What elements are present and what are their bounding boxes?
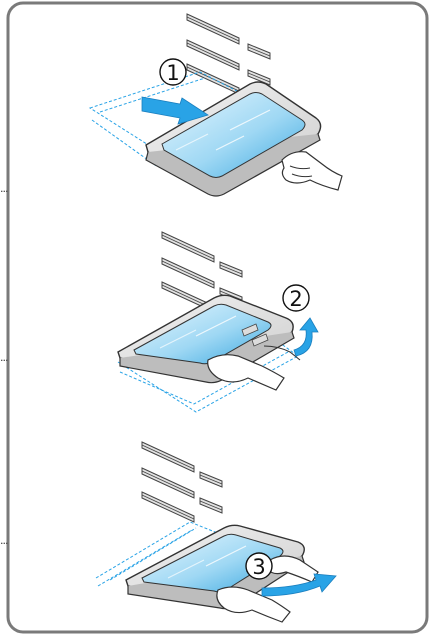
leader-dots: ··· — [0, 355, 8, 366]
leader-dots: ··· — [0, 538, 8, 549]
step-number: 1 — [166, 61, 179, 85]
step-number: 3 — [252, 555, 265, 579]
step-number: 2 — [289, 287, 302, 311]
leader-dots: ··· — [0, 186, 8, 197]
